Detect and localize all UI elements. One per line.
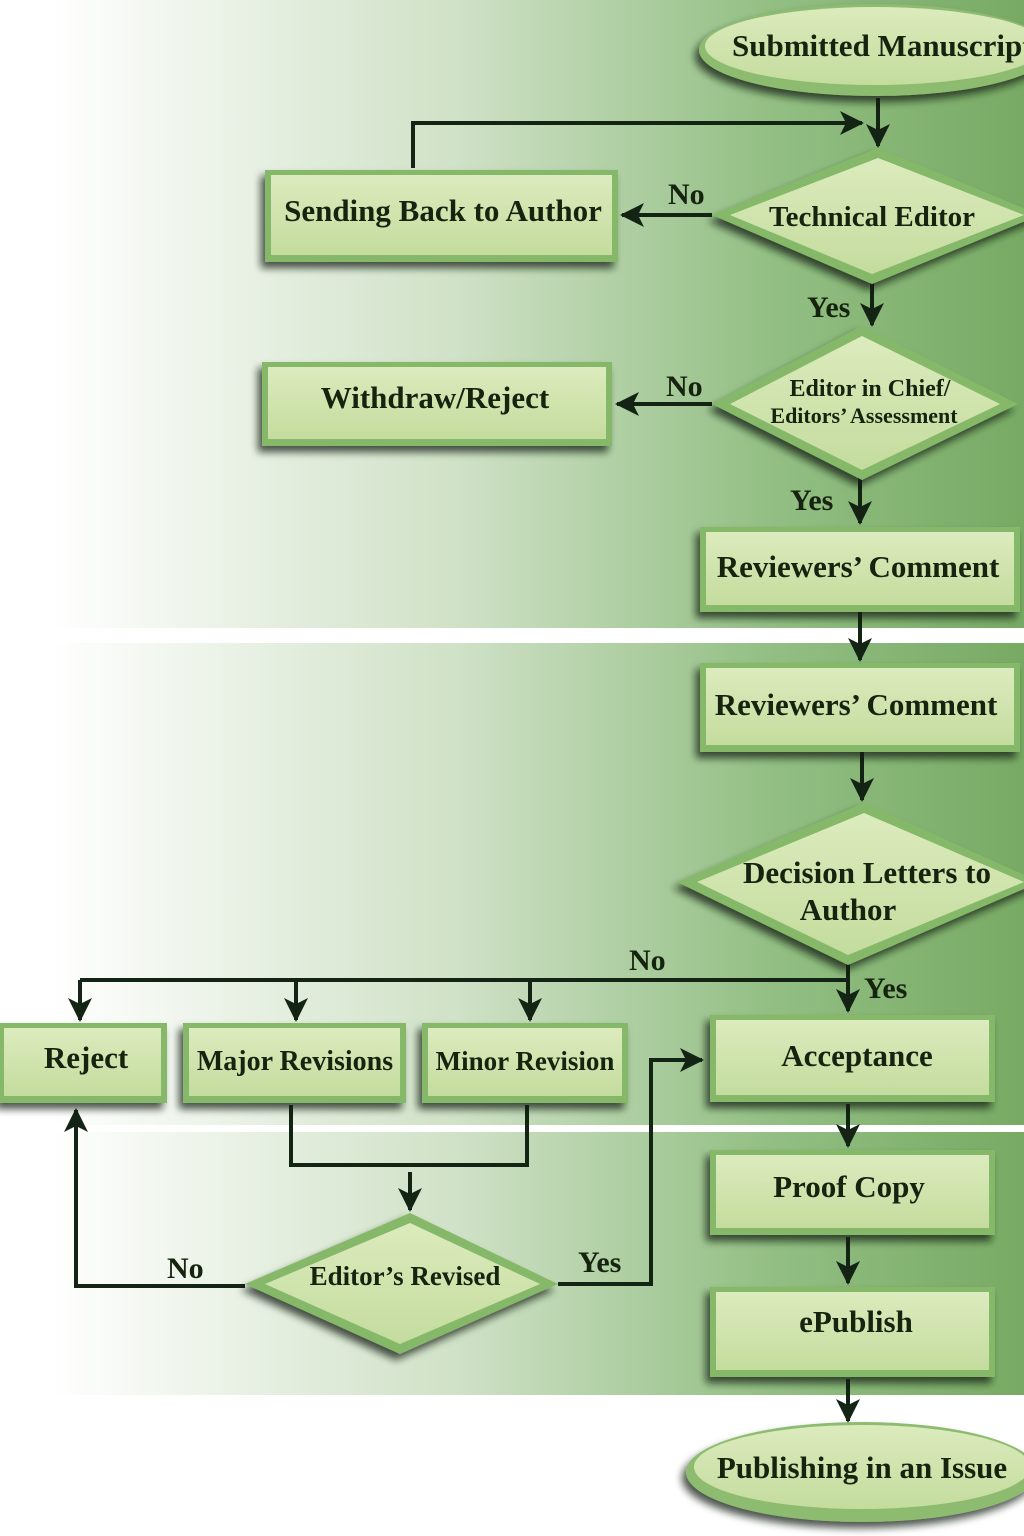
withdraw-label: Withdraw/Reject [321,380,550,415]
revisions-merge-line [289,1105,529,1167]
box-face [706,668,1014,745]
reviewers-comment-label-1: Reviewers’ Comment [717,549,1000,584]
epublish-label: ePublish [799,1304,913,1339]
box-face [716,1292,989,1370]
major-revisions-box: Major Revisions [183,1023,406,1103]
reviewers-comment-box-1: Reviewers’ Comment [700,527,1020,612]
editor-in-chief-label-1: Editor in Chief/ [790,376,951,402]
revised-yes-arrow [558,1048,704,1286]
proof-copy-box: Proof Copy [710,1150,995,1235]
box-face [428,1028,622,1096]
editors-revised-decision: Editor’s Revised [245,1213,558,1354]
editor-in-chief-decision: Editor in Chief/ Editors’ Assessment [712,326,1018,480]
connectors [64,98,890,1423]
box-face [706,532,1014,605]
decision-letters-diamond-face [697,813,1024,955]
eic-no-label: No [666,370,703,403]
publishing-ellipse-face [694,1425,1024,1509]
editors-revised-label: Editor’s Revised [310,1261,501,1291]
reviewers-comment-label-2: Reviewers’ Comment [715,687,998,722]
end-node: Publishing in an Issue [686,1422,1024,1522]
acceptance-label: Acceptance [781,1038,933,1073]
editors-revised-diamond-face [265,1223,540,1344]
publishing-label: Publishing in an Issue [717,1450,1007,1485]
major-revisions-label: Major Revisions [197,1046,393,1077]
revised-no-arrow [64,1108,245,1288]
box-face [271,175,612,255]
decision-no-label: No [629,944,666,977]
tech-no-label: No [668,178,705,211]
box-face [268,367,606,439]
withdraw-box: Withdraw/Reject [262,362,612,446]
technical-editor-diamond-face [730,158,1024,274]
return-to-submission-line [411,111,864,168]
box-face [189,1028,400,1096]
decision-yes-label: Yes [864,972,907,1005]
tech-yes-label: Yes [807,291,850,324]
revised-yes-label: Yes [578,1246,621,1279]
sending-back-label: Sending Back to Author [284,193,602,228]
box-face [4,1028,161,1096]
minor-revision-box: Minor Revision [422,1023,628,1103]
decision-letters-label-1: Decision Letters to [743,855,991,890]
reject-box: Reject [0,1023,167,1103]
reject-label: Reject [44,1040,129,1075]
acceptance-box: Acceptance [710,1015,995,1102]
start-node: Submitted Manuscript [699,4,1024,96]
decision-letters-decision: Decision Letters to Author [677,803,1024,965]
minor-revision-label: Minor Revision [436,1046,615,1076]
proof-copy-label: Proof Copy [773,1169,925,1204]
reviewers-comment-box-2: Reviewers’ Comment [700,663,1020,752]
revised-no-label: No [167,1252,204,1285]
box-face [716,1155,989,1228]
epublish-box: ePublish [710,1287,995,1377]
sending-back-box: Sending Back to Author [265,170,618,262]
submitted-ellipse-face [705,7,1024,85]
editor-in-chief-diamond-face [730,336,1000,470]
decision-letters-label-2: Author [800,892,897,927]
box-face [716,1020,989,1095]
technical-editor-decision: Technical Editor [712,148,1024,284]
technical-editor-label: Technical Editor [769,201,975,233]
submitted-label: Submitted Manuscript [732,28,1024,63]
editor-in-chief-label-2: Editors’ Assessment [770,403,958,428]
eic-yes-label: Yes [790,484,833,517]
